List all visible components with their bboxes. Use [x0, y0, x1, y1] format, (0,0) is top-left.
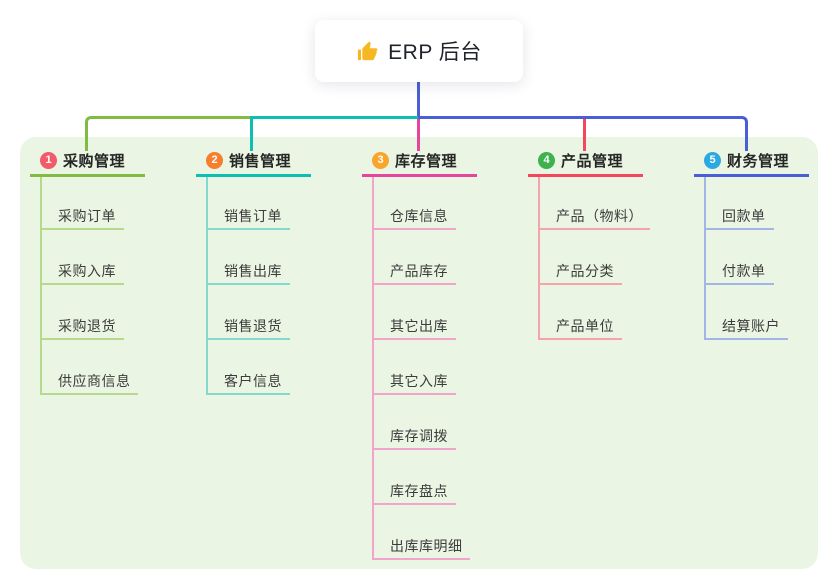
connector-bus-purchase [85, 116, 250, 151]
branch-badge-purchase: 1 [40, 151, 57, 169]
child-underline-sales-2 [206, 338, 290, 340]
child-node-purchase-0[interactable]: 采购订单 [58, 208, 116, 224]
child-node-purchase-3[interactable]: 供应商信息 [58, 373, 131, 389]
branch-underline-finance [694, 174, 809, 177]
branch-node-finance[interactable]: 5 财务管理 [704, 150, 789, 170]
branch-badge-finance: 5 [704, 151, 721, 169]
child-underline-product-0 [538, 228, 650, 230]
connector-bus-finance [418, 116, 748, 151]
child-underline-sales-0 [206, 228, 290, 230]
branch-child-line-finance [704, 177, 706, 340]
child-node-sales-1[interactable]: 销售出库 [224, 263, 282, 279]
branch-child-line-inventory [372, 177, 374, 560]
branch-badge-inventory: 3 [372, 151, 389, 169]
child-underline-finance-2 [704, 338, 788, 340]
branch-label-purchase: 采购管理 [63, 152, 126, 170]
child-underline-purchase-3 [40, 393, 138, 395]
child-underline-sales-3 [206, 393, 290, 395]
child-node-finance-0[interactable]: 回款单 [722, 208, 766, 224]
child-node-purchase-1[interactable]: 采购入库 [58, 263, 116, 279]
child-node-finance-1[interactable]: 付款单 [722, 263, 766, 279]
branch-node-purchase[interactable]: 1 采购管理 [40, 150, 125, 170]
branch-node-inventory[interactable]: 3 库存管理 [372, 150, 457, 170]
child-node-inventory-0[interactable]: 仓库信息 [390, 208, 448, 224]
branch-child-line-product [538, 177, 540, 340]
connector-bus-sales [250, 116, 418, 119]
branch-node-product[interactable]: 4 产品管理 [538, 150, 623, 170]
branch-badge-product: 4 [538, 151, 555, 169]
branches-background-panel [20, 137, 818, 569]
connector-root-line [417, 82, 420, 119]
child-node-sales-2[interactable]: 销售退货 [224, 318, 282, 334]
branch-node-sales[interactable]: 2 销售管理 [206, 150, 291, 170]
child-node-product-2[interactable]: 产品单位 [556, 318, 614, 334]
connector-drop-product [583, 119, 586, 151]
branch-badge-sales: 2 [206, 151, 223, 169]
child-underline-inventory-3 [372, 393, 456, 395]
root-node[interactable]: ERP 后台 [315, 20, 523, 82]
branch-label-finance: 财务管理 [727, 152, 790, 170]
branch-child-line-purchase [40, 177, 42, 395]
child-underline-inventory-6 [372, 558, 470, 560]
child-node-inventory-5[interactable]: 库存盘点 [390, 483, 448, 499]
branch-underline-purchase [30, 174, 145, 177]
branch-label-sales: 销售管理 [229, 152, 292, 170]
child-underline-product-1 [538, 283, 622, 285]
child-node-sales-3[interactable]: 客户信息 [224, 373, 282, 389]
branch-underline-sales [196, 174, 311, 177]
child-underline-inventory-5 [372, 503, 456, 505]
child-underline-sales-1 [206, 283, 290, 285]
child-node-inventory-6[interactable]: 出库库明细 [390, 538, 463, 554]
child-underline-inventory-4 [372, 448, 456, 450]
child-node-inventory-4[interactable]: 库存调拨 [390, 428, 448, 444]
branch-label-inventory: 库存管理 [395, 152, 458, 170]
child-node-inventory-3[interactable]: 其它入库 [390, 373, 448, 389]
child-node-inventory-1[interactable]: 产品库存 [390, 263, 448, 279]
child-underline-finance-0 [704, 228, 774, 230]
child-node-product-0[interactable]: 产品（物料） [556, 208, 643, 224]
branch-underline-product [528, 174, 643, 177]
child-underline-purchase-2 [40, 338, 124, 340]
branch-underline-inventory [362, 174, 477, 177]
connector-drop-sales [250, 116, 253, 151]
child-underline-inventory-2 [372, 338, 456, 340]
child-node-product-1[interactable]: 产品分类 [556, 263, 614, 279]
child-underline-purchase-1 [40, 283, 124, 285]
branch-child-line-sales [206, 177, 208, 395]
child-underline-inventory-0 [372, 228, 456, 230]
child-underline-product-2 [538, 338, 622, 340]
child-underline-purchase-0 [40, 228, 124, 230]
child-node-finance-2[interactable]: 结算账户 [722, 318, 780, 334]
thumbs-up-icon [356, 40, 379, 63]
child-node-sales-0[interactable]: 销售订单 [224, 208, 282, 224]
branch-label-product: 产品管理 [561, 152, 624, 170]
root-title: ERP 后台 [388, 41, 482, 64]
child-node-purchase-2[interactable]: 采购退货 [58, 318, 116, 334]
connector-drop-inventory [417, 119, 420, 151]
child-underline-finance-1 [704, 283, 774, 285]
child-node-inventory-2[interactable]: 其它出库 [390, 318, 448, 334]
child-underline-inventory-1 [372, 283, 456, 285]
